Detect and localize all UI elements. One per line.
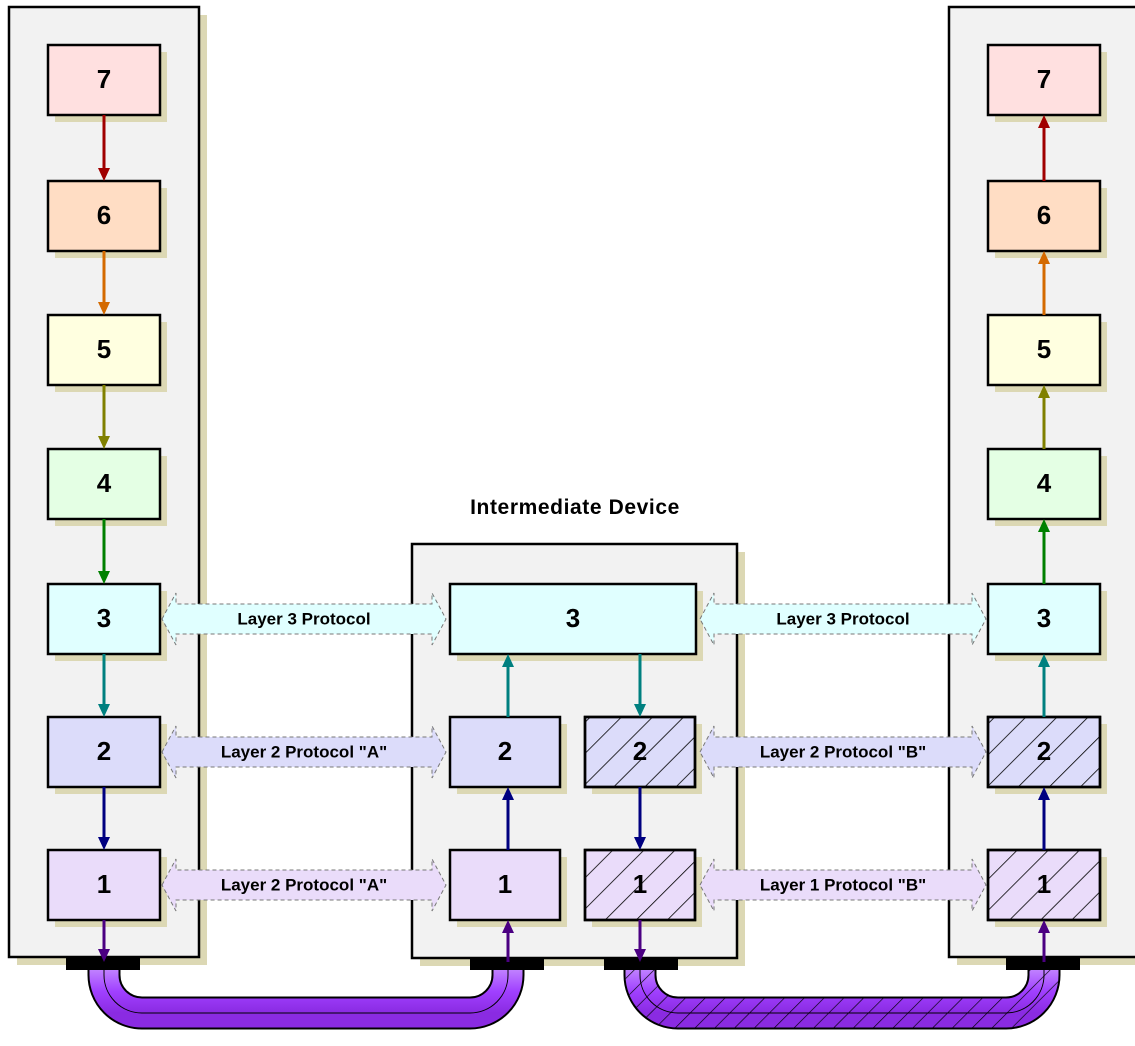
- intermediate-port-b: [604, 958, 678, 970]
- cable-left: [87, 970, 525, 1030]
- left-layer-4-number: 4: [97, 468, 112, 498]
- right-layer-2: 2: [986, 715, 1107, 794]
- left-arrow-5-4: [98, 385, 110, 449]
- intermediate-layer-2-b-number: 2: [633, 736, 647, 766]
- protocol-right-l3-label: Layer 3 Protocol: [776, 609, 909, 628]
- protocol-right-l2-label: Layer 2 Protocol "B": [760, 742, 926, 761]
- left-layer-3: 3: [46, 582, 167, 661]
- intermediate-layer-1-a: 1: [448, 848, 567, 927]
- protocol-left-l1: Layer 2 Protocol "A": [161, 858, 447, 912]
- left-layer-5: 5: [46, 313, 167, 392]
- right-layer-3-number: 3: [1037, 603, 1051, 633]
- protocol-left-l3-label: Layer 3 Protocol: [237, 609, 370, 628]
- protocol-right-l3: Layer 3 Protocol: [699, 592, 987, 646]
- right-arrow-cable-1: [1038, 920, 1050, 962]
- intermediate-layer-2-a: 2: [448, 715, 567, 794]
- protocol-left-l1-label: Layer 2 Protocol "A": [221, 875, 387, 894]
- mid-arrow-cable-1a: [502, 920, 514, 962]
- intermediate-layer-3: 3: [448, 582, 703, 661]
- intermediate-layer-1-b-number: 1: [633, 869, 647, 899]
- right-arrow-4-5: [1038, 385, 1050, 449]
- protocol-left-l3: Layer 3 Protocol: [161, 592, 447, 646]
- left-layer-5-number: 5: [97, 334, 111, 364]
- mid-arrow-2b-1b: [634, 787, 646, 850]
- protocol-left-l2-label: Layer 2 Protocol "A": [221, 742, 387, 761]
- right-layer-7-number: 7: [1037, 64, 1051, 94]
- left-layer-6: 6: [46, 179, 167, 258]
- left-arrow-1-cable: [98, 920, 110, 962]
- left-layer-6-number: 6: [97, 200, 111, 230]
- right-layer-3: 3: [986, 582, 1107, 661]
- cable-right: [623, 970, 1061, 1030]
- right-layer-5: 5: [986, 313, 1107, 392]
- protocol-right-l2: Layer 2 Protocol "B": [699, 725, 987, 779]
- right-device-port: [1006, 958, 1080, 970]
- intermediate-device-title: Intermediate Device: [470, 496, 680, 519]
- right-layer-6: 6: [986, 179, 1107, 258]
- right-layer-2-number: 2: [1037, 736, 1051, 766]
- left-arrow-2-1: [98, 787, 110, 850]
- right-layer-4: 4: [986, 447, 1107, 526]
- right-layer-6-number: 6: [1037, 200, 1051, 230]
- right-layer-7: 7: [986, 43, 1107, 122]
- protocol-right-l1: Layer 1 Protocol "B": [699, 858, 987, 912]
- left-layer-1: 1: [46, 848, 167, 927]
- right-layer-1: 1: [986, 848, 1107, 927]
- intermediate-layer-2-a-number: 2: [498, 736, 512, 766]
- left-device-port: [66, 958, 140, 970]
- left-layer-7: 7: [46, 43, 167, 122]
- right-arrow-2-3: [1038, 654, 1050, 717]
- left-arrow-4-3: [98, 519, 110, 584]
- intermediate-layer-3-number: 3: [566, 603, 580, 633]
- left-arrow-3-2: [98, 654, 110, 717]
- left-layer-2-number: 2: [97, 736, 111, 766]
- left-layer-3-number: 3: [97, 603, 111, 633]
- right-layer-5-number: 5: [1037, 334, 1051, 364]
- intermediate-layer-1-b: 1: [583, 848, 702, 927]
- mid-arrow-1b-cable: [634, 920, 646, 962]
- mid-arrow-2a-3: [502, 654, 514, 717]
- right-arrow-1-2: [1038, 787, 1050, 850]
- mid-arrow-3-2b: [634, 654, 646, 717]
- intermediate-layer-1-a-number: 1: [498, 869, 512, 899]
- left-layer-4: 4: [46, 447, 167, 526]
- left-arrow-7-6: [98, 115, 110, 181]
- left-layer-7-number: 7: [97, 64, 111, 94]
- left-layer-1-number: 1: [97, 869, 111, 899]
- right-arrow-3-4: [1038, 519, 1050, 584]
- mid-arrow-1a-2a: [502, 787, 514, 850]
- protocol-right-l1-label: Layer 1 Protocol "B": [760, 875, 926, 894]
- right-arrow-6-7: [1038, 115, 1050, 181]
- intermediate-port-a: [470, 958, 544, 970]
- right-layer-4-number: 4: [1037, 468, 1052, 498]
- intermediate-layer-2-b: 2: [583, 715, 702, 794]
- left-layer-2: 2: [46, 715, 167, 794]
- left-arrow-6-5: [98, 251, 110, 315]
- right-layer-1-number: 1: [1037, 869, 1051, 899]
- right-arrow-5-6: [1038, 251, 1050, 315]
- protocol-left-l2: Layer 2 Protocol "A": [161, 725, 447, 779]
